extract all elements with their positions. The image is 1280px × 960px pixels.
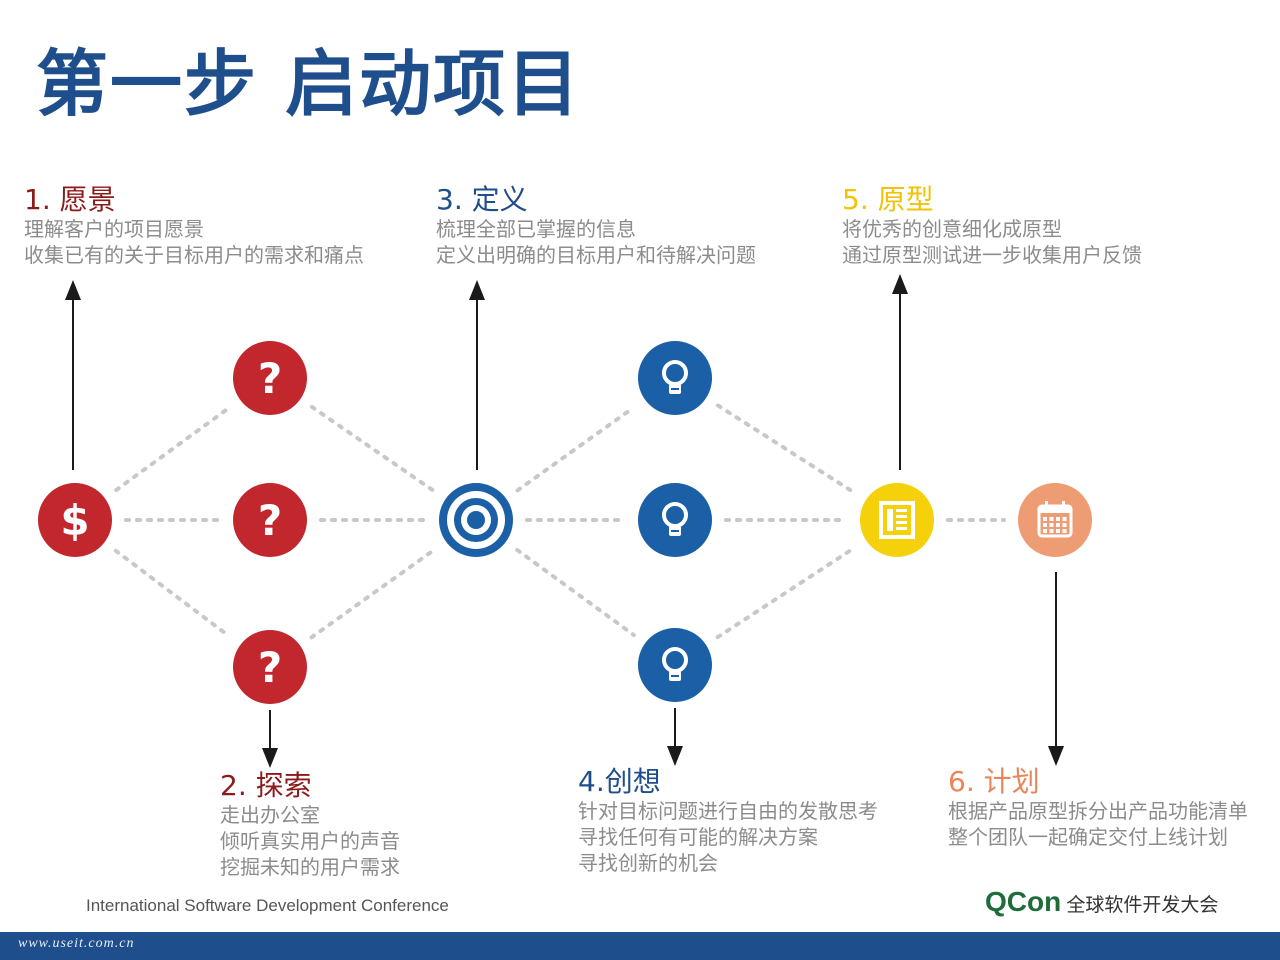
- step-desc-line: 定义出明确的目标用户和待解决问题: [436, 243, 756, 267]
- step-desc-line: 理解客户的项目愿景: [24, 217, 204, 241]
- step-title: 1. 愿景: [24, 183, 116, 216]
- step-desc: 走出办公室 倾听真实用户的声音 挖掘未知的用户需求: [220, 802, 400, 880]
- svg-text:?: ?: [258, 643, 282, 692]
- plan-calendar-icon: [1018, 483, 1092, 557]
- dotted-connector: [515, 405, 636, 493]
- dotted-connector: [309, 547, 437, 640]
- qcon-brand: QCon 全球软件开发大会: [985, 886, 1218, 918]
- step-desc-line: 寻找任何有可能的解决方案: [578, 825, 818, 849]
- step-desc: 将优秀的创意细化成原型 通过原型测试进一步收集用户反馈: [842, 216, 1142, 268]
- step-desc: 理解客户的项目愿景 收集已有的关于目标用户的需求和痛点: [24, 216, 364, 268]
- step-desc: 针对目标问题进行自由的发散思考 寻找任何有可能的解决方案 寻找创新的机会: [578, 798, 878, 876]
- step-desc: 梳理全部已掌握的信息 定义出明确的目标用户和待解决问题: [436, 216, 756, 268]
- qcon-logo: QCon: [985, 886, 1062, 917]
- dotted-connectors: [113, 403, 1006, 640]
- step-desc-line: 走出办公室: [220, 803, 320, 827]
- step-desc: 根据产品原型拆分出产品功能清单 整个团队一起确定交付上线计划: [948, 798, 1248, 850]
- step-desc-line: 收集已有的关于目标用户的需求和痛点: [24, 243, 364, 267]
- step-desc-line: 寻找创新的机会: [578, 851, 718, 875]
- ideate-lightbulb-icon-top: [638, 341, 712, 415]
- vision-dollar-icon: $: [38, 483, 112, 557]
- prototype-layout-icon: [860, 483, 934, 557]
- step-title: 3. 定义: [436, 183, 528, 216]
- step-define: 3. 定义 梳理全部已掌握的信息 定义出明确的目标用户和待解决问题: [436, 184, 756, 268]
- dotted-connector: [114, 406, 231, 492]
- step-desc-line: 挖掘未知的用户需求: [220, 855, 400, 879]
- ideate-lightbulb-icon-bottom: [638, 628, 712, 702]
- website-url: www.useit.com.cn: [18, 936, 135, 951]
- conference-name: International Software Development Confe…: [86, 896, 449, 915]
- svg-text:$: $: [60, 496, 89, 545]
- step-desc-line: 通过原型测试进一步收集用户反馈: [842, 243, 1142, 267]
- explore-question-icon-middle: ?: [233, 483, 307, 557]
- step-title: 5. 原型: [842, 183, 934, 216]
- step-desc-line: 整个团队一起确定交付上线计划: [948, 825, 1228, 849]
- svg-text:?: ?: [258, 354, 282, 403]
- dotted-connector: [113, 548, 232, 639]
- step-explore: 2. 探索 走出办公室 倾听真实用户的声音 挖掘未知的用户需求: [220, 770, 400, 880]
- step-arrows: [65, 274, 1064, 768]
- step-title: 6. 计划: [948, 765, 1040, 798]
- qcon-tagline: 全球软件开发大会: [1066, 894, 1219, 916]
- step-ideate: 4.创想 针对目标问题进行自由的发散思考 寻找任何有可能的解决方案 寻找创新的机…: [578, 766, 878, 876]
- step-desc-line: 将优秀的创意细化成原型: [842, 217, 1062, 241]
- ideate-lightbulb-icon-middle: [638, 483, 712, 557]
- step-title: 4.创想: [578, 765, 661, 798]
- step-desc-line: 针对目标问题进行自由的发散思考: [578, 799, 878, 823]
- step-desc-line: 倾听真实用户的声音: [220, 829, 400, 853]
- step-vision: 1. 愿景 理解客户的项目愿景 收集已有的关于目标用户的需求和痛点: [24, 184, 364, 268]
- explore-question-icon-bottom: ?: [233, 630, 307, 704]
- bottom-bar: [0, 932, 1280, 960]
- define-target-icon: [439, 483, 513, 557]
- dotted-connector: [309, 404, 437, 494]
- step-desc-line: 梳理全部已掌握的信息: [436, 217, 636, 241]
- dotted-connector: [715, 545, 857, 640]
- svg-text:?: ?: [258, 496, 282, 545]
- dotted-connector: [515, 548, 636, 637]
- step-prototype: 5. 原型 将优秀的创意细化成原型 通过原型测试进一步收集用户反馈: [842, 184, 1142, 268]
- step-title: 2. 探索: [220, 769, 312, 802]
- diagram-nodes: $???: [38, 341, 1092, 704]
- page-title: 第一步 启动项目: [36, 42, 582, 126]
- step-plan: 6. 计划 根据产品原型拆分出产品功能清单 整个团队一起确定交付上线计划: [948, 766, 1248, 850]
- explore-question-icon-top: ?: [233, 341, 307, 415]
- step-desc-line: 根据产品原型拆分出产品功能清单: [948, 799, 1248, 823]
- dotted-connector: [715, 403, 857, 495]
